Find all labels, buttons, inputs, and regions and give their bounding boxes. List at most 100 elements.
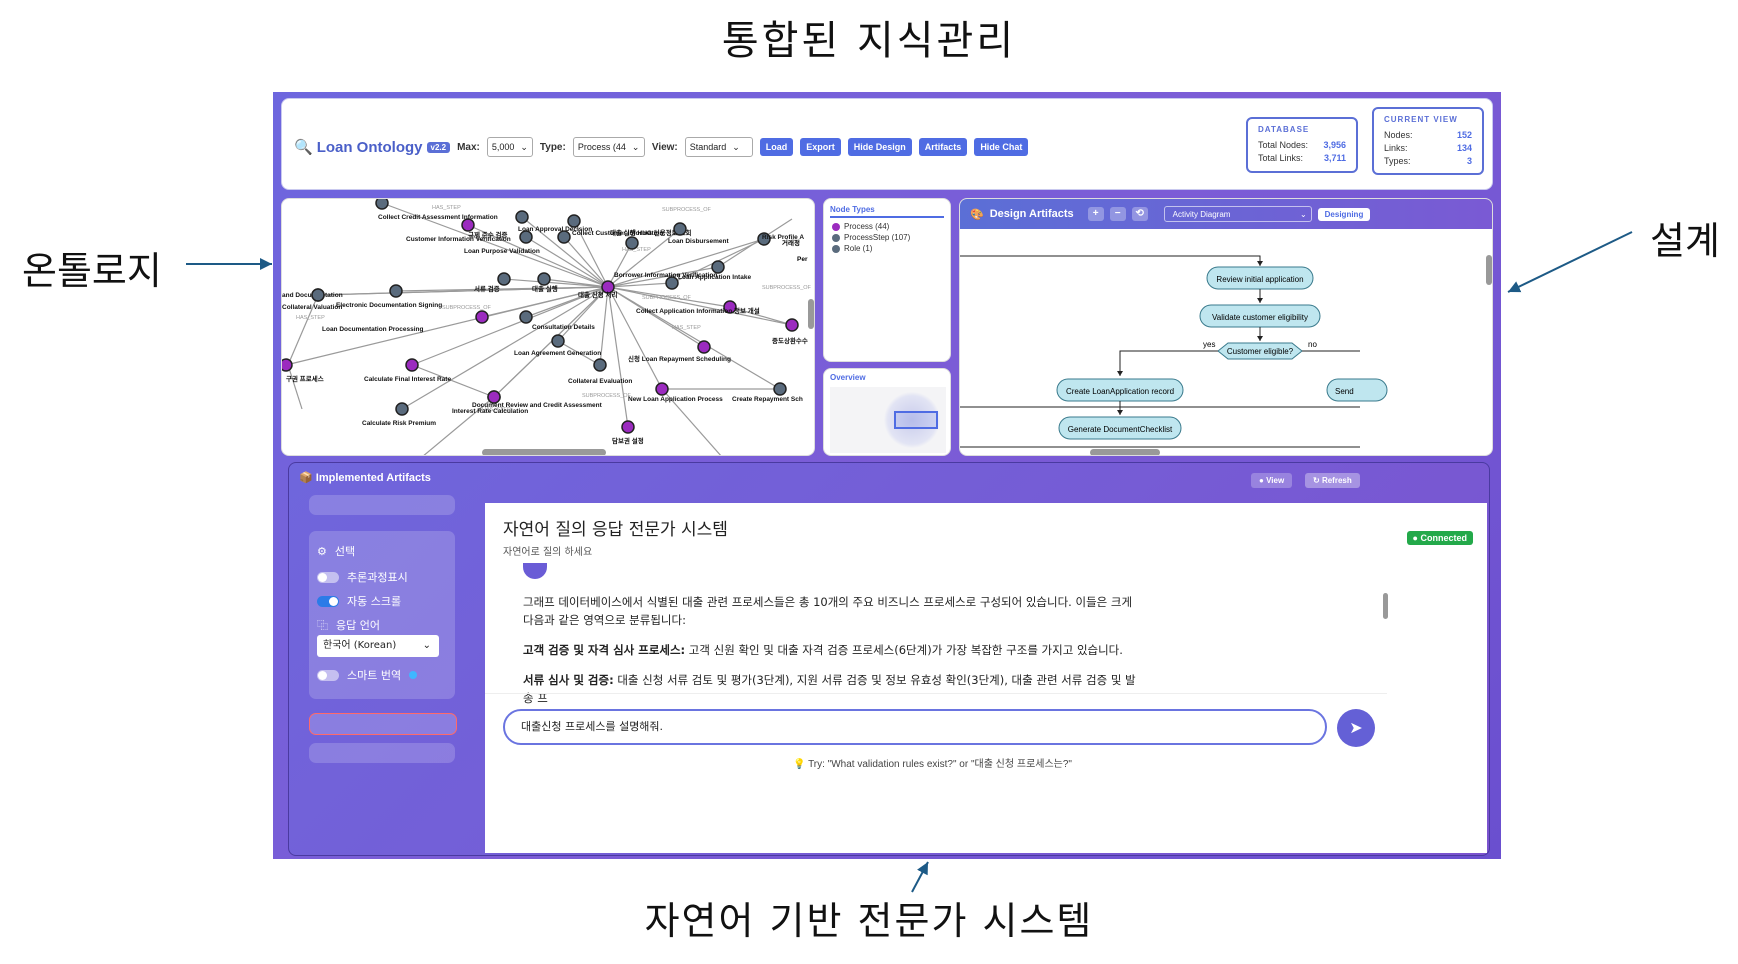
graph-node-label: Risk Profile A: [762, 234, 804, 241]
message-item-1: 고객 검증 및 자격 심사 프로세스: 고객 신원 확인 및 대출 자격 검증 …: [523, 641, 1137, 659]
view-button[interactable]: ● View: [1251, 473, 1293, 488]
graph-node[interactable]: [711, 260, 725, 274]
action-button-red[interactable]: [309, 713, 457, 735]
refresh-icon: ↻: [1313, 476, 1320, 485]
graph-node[interactable]: [773, 382, 787, 396]
toggle-switch[interactable]: [317, 571, 339, 583]
message-item-body: 고객 신원 확인 및 대출 자격 검증 프로세스(6단계)가 가장 복잡한 구조…: [685, 643, 1123, 657]
graph-node[interactable]: [282, 358, 293, 372]
graph-node[interactable]: [557, 230, 571, 244]
legend-item-role[interactable]: Role (1): [832, 244, 942, 253]
load-button[interactable]: Load: [759, 138, 794, 156]
graph-node[interactable]: [593, 358, 607, 372]
graph-node-label: Calculate Final Interest Rate: [364, 376, 451, 383]
activity-diagram[interactable]: Review initial application Validate cust…: [960, 229, 1493, 456]
refresh-button[interactable]: ↻ Refresh: [1305, 473, 1360, 488]
horizontal-scrollbar[interactable]: [482, 449, 606, 455]
graph-node[interactable]: [655, 382, 669, 396]
graph-node[interactable]: [625, 236, 639, 250]
graph-node[interactable]: [697, 340, 711, 354]
graph-edge: [607, 242, 633, 288]
graph-node[interactable]: [519, 310, 533, 324]
graph-node-label: Borrower Information Verification: [614, 272, 717, 279]
graph-node[interactable]: [487, 390, 501, 404]
decision-label: Customer eligible?: [1227, 347, 1294, 356]
graph-node[interactable]: [515, 210, 529, 224]
graph-node[interactable]: [785, 318, 799, 332]
language-select[interactable]: 한국어 (Korean)⌄: [317, 635, 439, 657]
reset-zoom-button[interactable]: ⟲: [1131, 207, 1148, 221]
designing-button[interactable]: Designing: [1317, 207, 1371, 221]
message-scrollbar[interactable]: [1383, 593, 1388, 619]
vertical-scrollbar[interactable]: [1486, 255, 1492, 285]
graph-node[interactable]: [311, 288, 325, 302]
graph-node[interactable]: [375, 199, 389, 210]
reasoning-toggle[interactable]: 추론과정표시: [317, 569, 408, 585]
graph-node[interactable]: [757, 232, 771, 246]
graph-node[interactable]: [461, 218, 475, 232]
zoom-out-button[interactable]: −: [1109, 207, 1126, 221]
graph-edge-label: SUBPROCESS_OF: [762, 285, 812, 291]
type-select[interactable]: Process (44⌄: [572, 137, 645, 157]
node-types-legend: Node Types Process (44) ProcessStep (107…: [823, 198, 951, 362]
view-select[interactable]: Standard⌄: [684, 137, 753, 157]
view-nodes-label: Nodes:: [1384, 130, 1413, 140]
toggle-switch[interactable]: [317, 595, 339, 607]
design-header: 🎨 Design Artifacts + − ⟲ Activity Diagra…: [960, 199, 1492, 229]
graph-node-label: Loan Agreement Generation: [514, 350, 601, 357]
graph-edge: [607, 286, 781, 390]
chat-input[interactable]: 대출신청 프로세스를 설명해줘.: [503, 709, 1327, 745]
graph-node-label: New Loan Application Process: [628, 396, 723, 403]
smart-translate-toggle[interactable]: 스마트 번역: [317, 667, 418, 683]
graph-edge: [287, 294, 319, 366]
message-item-heading: 서류 심사 및 검증:: [523, 673, 614, 687]
graph-node-label: Collateral Valuation: [282, 304, 342, 311]
autoscroll-toggle[interactable]: 자동 스크롤: [317, 593, 401, 609]
graph-edge-label: SUBPROCESS_OF: [662, 207, 712, 213]
graph-node[interactable]: [601, 280, 615, 294]
graph-node[interactable]: [519, 230, 533, 244]
graph-node[interactable]: [673, 222, 687, 236]
legend-item-processstep[interactable]: ProcessStep (107): [832, 233, 942, 242]
graph-node[interactable]: [567, 214, 581, 228]
graph-node[interactable]: [665, 276, 679, 290]
send-button[interactable]: ➤: [1337, 709, 1375, 747]
graph-node[interactable]: [395, 402, 409, 416]
graph-node[interactable]: [537, 272, 551, 286]
graph-edge: [493, 286, 609, 398]
action-button[interactable]: [309, 743, 455, 763]
graph-node[interactable]: [723, 300, 737, 314]
graph-node[interactable]: [497, 272, 511, 286]
horizontal-scrollbar[interactable]: [1090, 449, 1160, 455]
zoom-in-button[interactable]: +: [1087, 207, 1104, 221]
legend-item-process[interactable]: Process (44): [832, 222, 942, 231]
diagram-type-select[interactable]: Activity Diagram⌄: [1163, 206, 1312, 222]
overview-minimap[interactable]: Overview: [823, 368, 951, 456]
max-select[interactable]: 5,000⌄: [486, 137, 533, 157]
hide-chat-button[interactable]: Hide Chat: [974, 138, 1029, 156]
vertical-scrollbar[interactable]: [808, 299, 814, 329]
view-label: View:: [651, 141, 678, 153]
graph-node[interactable]: [475, 310, 489, 324]
graph-edge: [423, 396, 495, 455]
graph-node[interactable]: [551, 334, 565, 348]
artifacts-button[interactable]: Artifacts: [918, 138, 968, 156]
no-label: no: [1308, 340, 1317, 349]
toggle-switch[interactable]: [317, 669, 339, 681]
graph-node[interactable]: [389, 284, 403, 298]
graph-node[interactable]: [621, 420, 635, 434]
graph-edge: [599, 286, 609, 366]
input-area-divider: [485, 693, 1387, 694]
graph-edge-label: SUBPROCESS_OF: [582, 393, 632, 399]
graph-node[interactable]: [405, 358, 419, 372]
autoscroll-label: 자동 스크롤: [347, 595, 402, 608]
minimap-viewport[interactable]: [894, 411, 938, 429]
type-value: Process (44: [577, 142, 626, 152]
flow-line: [960, 255, 1263, 266]
hide-design-button[interactable]: Hide Design: [847, 138, 912, 156]
export-button[interactable]: Export: [800, 138, 841, 156]
